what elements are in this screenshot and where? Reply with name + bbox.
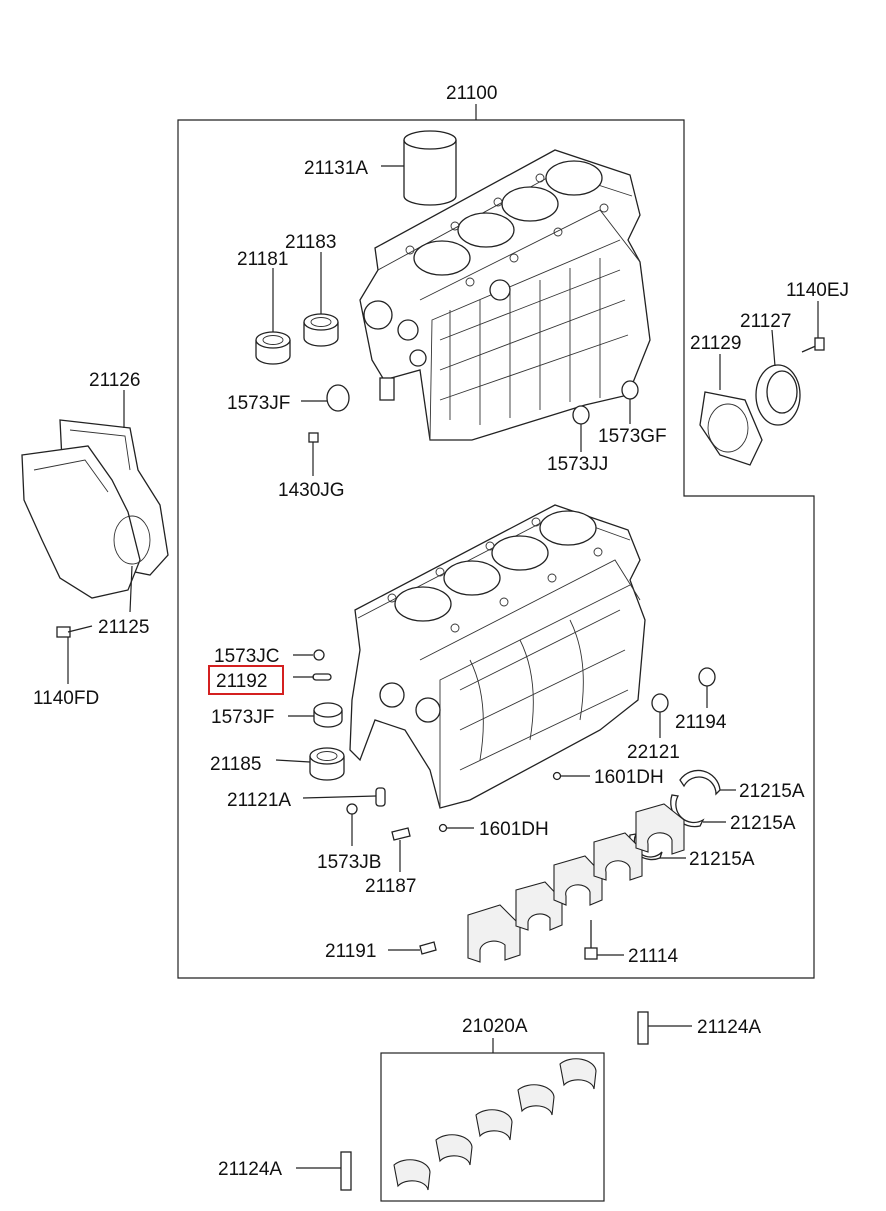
part-labels: 21100 21131A 21183 21181 1573JF 1430JG 1…	[33, 83, 849, 1180]
label-21124A-b: 21124A	[218, 1159, 282, 1180]
bushing-21183	[303, 313, 339, 347]
bearing-cap-1	[467, 904, 521, 963]
label-22121: 22121	[627, 742, 680, 763]
label-1140FD: 1140FD	[33, 688, 99, 709]
label-21191: 21191	[325, 941, 376, 962]
label-1573GF: 1573GF	[598, 426, 667, 447]
gasket-21129	[699, 391, 763, 466]
thrust-washer-21215A-a	[679, 769, 721, 796]
label-21192: 21192	[216, 671, 267, 692]
upper-cylinder-block-drawing	[359, 149, 651, 441]
label-1573JF-upper: 1573JF	[227, 393, 290, 414]
label-21124A-a: 21124A	[697, 1017, 761, 1038]
label-21215A-c: 21215A	[689, 849, 755, 870]
label-21187: 21187	[365, 876, 416, 897]
bolt-1140FD	[56, 625, 93, 638]
label-21114: 21114	[628, 946, 678, 967]
plug-1601DH-b	[438, 823, 448, 833]
pin-21187	[391, 827, 411, 841]
pin-21191	[419, 941, 437, 955]
label-21181: 21181	[237, 249, 288, 270]
pin-1430JG	[308, 432, 319, 443]
label-21131A: 21131A	[304, 158, 368, 179]
gasket-21125	[21, 445, 151, 599]
label-21185: 21185	[210, 754, 261, 775]
label-21183: 21183	[285, 232, 336, 253]
highlight-box-21192	[208, 665, 284, 695]
plug-1573JJ	[572, 405, 590, 425]
plug-1573JF-lower	[313, 702, 343, 728]
label-1601DH-a: 1601DH	[594, 767, 664, 788]
oil-seal-21127	[755, 364, 801, 426]
label-21215A-a: 21215A	[739, 781, 805, 802]
label-1140EJ: 1140EJ	[786, 280, 849, 301]
plug-22121	[651, 693, 669, 713]
label-21020A: 21020A	[462, 1016, 528, 1037]
label-21215A-b: 21215A	[730, 813, 796, 834]
cylinder-liner-21131A	[403, 130, 457, 206]
label-21129: 21129	[690, 333, 741, 354]
label-21100: 21100	[446, 83, 497, 104]
label-1430JG: 1430JG	[278, 480, 345, 501]
bearing-cap-3	[553, 855, 603, 906]
assembly-frame-21100	[177, 119, 815, 979]
label-1573JF-lower: 1573JF	[211, 707, 274, 728]
label-1573JJ: 1573JJ	[547, 454, 608, 475]
bearing-cap-2	[515, 881, 563, 931]
label-1573JB: 1573JB	[317, 852, 381, 873]
plug-1601DH-a	[552, 771, 562, 781]
label-21127: 21127	[740, 311, 791, 332]
pin-21121A	[375, 787, 386, 807]
label-1573JC: 1573JC	[214, 646, 280, 667]
dowel-21192	[312, 673, 332, 681]
bearing-cap-5	[635, 803, 685, 855]
bolt-21114	[584, 920, 598, 960]
plug-1573JC	[313, 649, 325, 661]
plug-1573JF-upper	[326, 384, 350, 412]
bushing-21185	[309, 747, 345, 781]
label-1601DH-b: 1601DH	[479, 819, 549, 840]
label-21121A: 21121A	[227, 790, 291, 811]
plug-1573JB	[346, 803, 358, 815]
bushing-21181	[255, 331, 291, 365]
bearing-shell-set	[393, 1058, 597, 1191]
plug-21194	[698, 667, 716, 687]
plug-1573GF	[621, 380, 639, 400]
label-21125: 21125	[98, 617, 149, 638]
key-21124A-a	[637, 1011, 649, 1045]
bearing-cap-4	[593, 832, 643, 881]
bolt-1140EJ	[801, 337, 825, 353]
leader-lines	[67, 165, 819, 1169]
label-21126: 21126	[89, 370, 140, 391]
key-21124A-b	[340, 1151, 352, 1191]
lower-cylinder-block-drawing	[349, 504, 646, 809]
label-21194: 21194	[675, 712, 727, 733]
